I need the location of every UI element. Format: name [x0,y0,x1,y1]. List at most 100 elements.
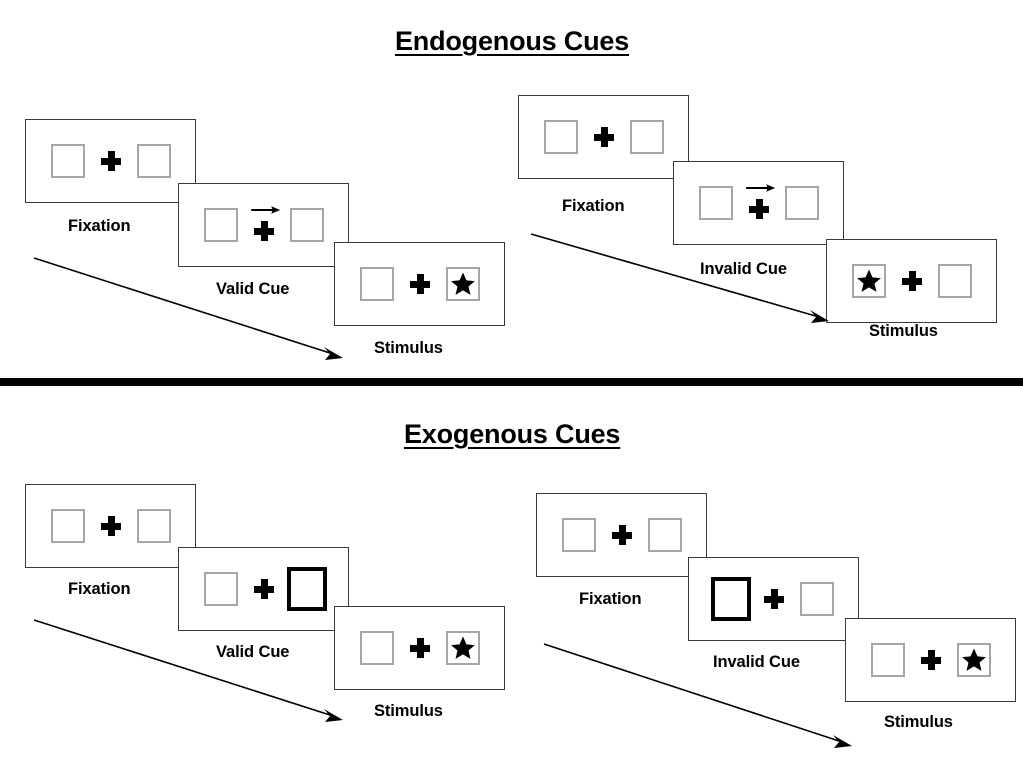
label-exogenous-valid-cue: Valid Cue [216,643,290,661]
empty-box [698,186,733,220]
frame-content [335,607,504,689]
center-fixation-slot [754,573,794,625]
center-fixation-slot [584,111,624,163]
frame-endogenous-valid-stimulus [334,242,505,326]
frame-content [827,240,996,322]
plus-icon [611,525,632,545]
star-icon [961,647,987,673]
plus-icon [253,579,274,599]
right-target-slot [951,634,997,686]
frame-content [537,494,706,576]
left-placeholder-slot [45,500,91,552]
center-fixation-slot [244,563,284,615]
frame-content [179,548,348,630]
label-endogenous-invalid-stimulus: Stimulus [869,322,938,340]
plus-icon [593,127,614,147]
empty-box [629,120,664,154]
center-fixation-slot [739,177,779,229]
empty-box [561,518,596,552]
left-placeholder-slot [693,177,739,229]
frame-content [674,162,843,244]
frame-exogenous-invalid-fixation [536,493,707,577]
star-box [445,631,480,665]
center-fixation-slot [892,255,932,307]
right-placeholder-slot [642,509,688,561]
center-fixation-slot [244,199,284,251]
left-placeholder-slot [354,258,400,310]
frame-endogenous-invalid-stimulus [826,239,997,323]
arrow-right-icon [745,183,775,193]
right-cue-slot [284,563,330,615]
section-divider [0,378,1023,386]
frame-content [335,243,504,325]
star-icon [856,268,882,294]
endogenous-section-title: Endogenous Cues [395,26,630,56]
right-target-slot [440,258,486,310]
center-fixation-slot [400,258,440,310]
empty-box [647,518,682,552]
empty-box [289,208,324,242]
frame-content [179,184,348,266]
arrow-right-icon [250,205,280,215]
left-placeholder-slot [354,622,400,674]
right-placeholder-slot [624,111,670,163]
frame-exogenous-invalid-stimulus [845,618,1016,702]
right-placeholder-slot [131,500,177,552]
empty-box [784,186,819,220]
center-fixation-slot [91,135,131,187]
label-endogenous-valid-cue: Valid Cue [216,280,290,298]
label-exogenous-invalid-cue: Invalid Cue [713,653,800,671]
frame-endogenous-invalid-fixation [518,95,689,179]
label-exogenous-invalid-stimulus: Stimulus [884,713,953,731]
frame-exogenous-valid-stimulus [334,606,505,690]
label-endogenous-invalid-fixation: Fixation [562,197,625,215]
left-cue-slot [708,573,754,625]
label-endogenous-valid-fixation: Fixation [68,217,131,235]
left-placeholder-slot [198,563,244,615]
star-box [445,267,480,301]
frame-exogenous-valid-cue [178,547,349,631]
empty-box [937,264,972,298]
star-icon [450,635,476,661]
empty-box [136,144,171,178]
empty-box [359,267,394,301]
empty-box [203,572,238,606]
empty-box [543,120,578,154]
empty-box [50,509,85,543]
center-fixation-slot [91,500,131,552]
frame-exogenous-invalid-cue [688,557,859,641]
empty-box [136,509,171,543]
frame-endogenous-valid-fixation [25,119,196,203]
diagonal-arrow-icon-endogenous-valid [30,250,350,365]
frame-content [689,558,858,640]
plus-icon [409,274,430,294]
left-placeholder-slot [45,135,91,187]
plus-icon [253,221,274,241]
right-placeholder-slot [131,135,177,187]
empty-box [50,144,85,178]
left-placeholder-slot [556,509,602,561]
diagonal-arrow-icon-exogenous-invalid [540,636,860,754]
right-placeholder-slot [284,199,330,251]
star-box [851,264,886,298]
right-placeholder-slot [779,177,825,229]
empty-box [799,582,834,616]
frame-content [26,485,195,567]
center-fixation-slot [400,622,440,674]
star-icon [450,271,476,297]
left-placeholder-slot [538,111,584,163]
exogenous-section-title: Exogenous Cues [404,419,621,449]
plus-icon [100,516,121,536]
plus-icon [763,589,784,609]
left-target-slot [846,255,892,307]
frame-content [26,120,195,202]
empty-box [359,631,394,665]
plus-icon [901,271,922,291]
right-placeholder-slot [794,573,840,625]
label-endogenous-valid-stimulus: Stimulus [374,339,443,357]
label-exogenous-invalid-fixation: Fixation [579,590,642,608]
left-placeholder-slot [198,199,244,251]
frame-endogenous-valid-cue [178,183,349,267]
plus-icon [748,199,769,219]
